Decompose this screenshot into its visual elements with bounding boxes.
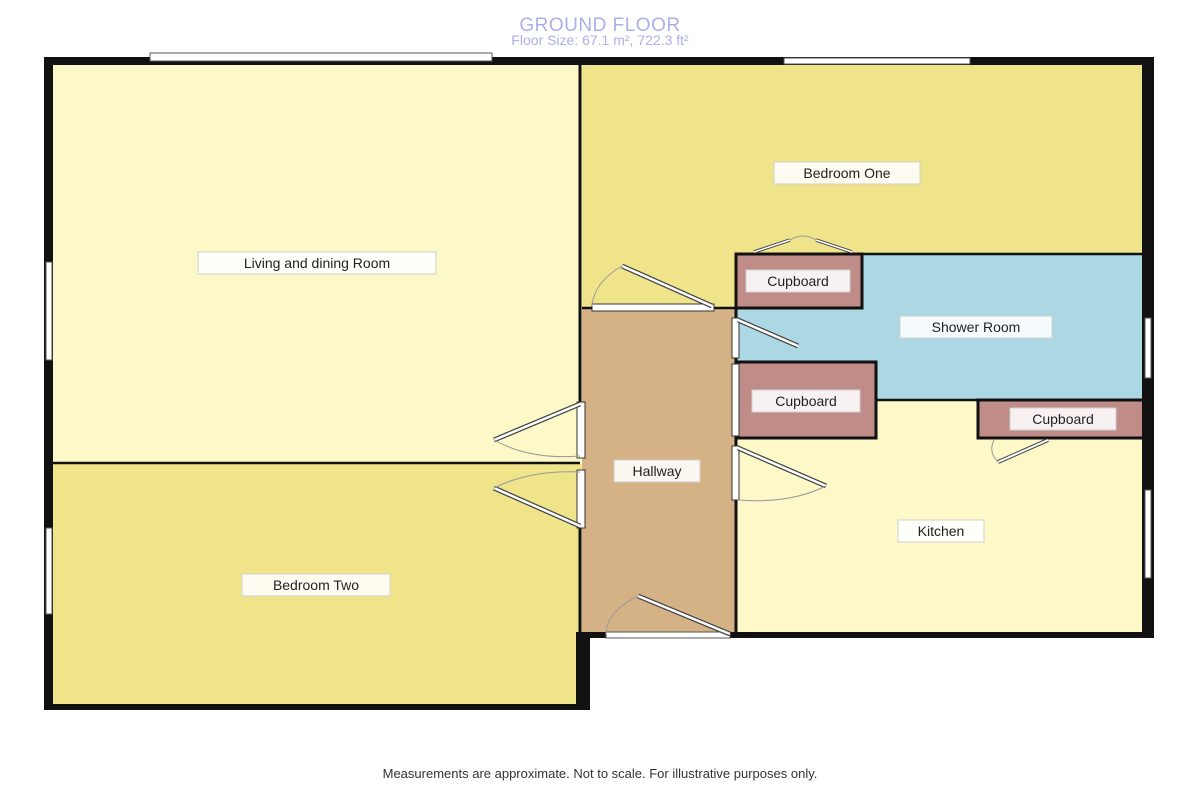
room-labels: Living and dining Room Bedroom One Cupbo… (197, 161, 1117, 597)
svg-text:Cupboard: Cupboard (775, 393, 837, 409)
door-kitchen (731, 445, 827, 502)
door-bedroom-one (591, 263, 715, 312)
hallway-label: Hallway (613, 459, 701, 483)
kitchen-fill (736, 400, 1146, 634)
svg-text:Bedroom One: Bedroom One (803, 165, 890, 181)
disclaimer-text: Measurements are approximate. Not to sca… (382, 766, 818, 781)
bedroom-one-label: Bedroom One (773, 161, 921, 185)
window-right-kitchen (1144, 489, 1152, 579)
window-right-shower (1144, 317, 1152, 379)
windows (45, 52, 1152, 639)
doors (492, 235, 1049, 637)
room-fills (52, 62, 1146, 706)
door-front (605, 593, 731, 637)
door-cupboard-right (991, 438, 1049, 464)
window-top-right (783, 57, 971, 65)
living-room-label: Living and dining Room (197, 251, 437, 275)
door-cupboard-mid (731, 363, 740, 437)
svg-text:Kitchen: Kitchen (918, 523, 965, 539)
svg-text:Bedroom Two: Bedroom Two (273, 577, 359, 593)
window-left-bedroom (45, 527, 53, 615)
svg-text:Shower Room: Shower Room (932, 319, 1021, 335)
front-door-frame (605, 631, 731, 639)
kitchen-label: Kitchen (897, 519, 985, 543)
svg-text:Hallway: Hallway (632, 463, 681, 479)
door-cupboard-top (753, 235, 853, 254)
door-bedroom-two (492, 469, 586, 529)
cupboard-mid-label: Cupboard (751, 389, 861, 413)
window-left-living (45, 261, 53, 361)
door-living-room (493, 401, 586, 459)
svg-text:Cupboard: Cupboard (1032, 411, 1094, 427)
shower-room-label: Shower Room (899, 315, 1053, 339)
bedroom-two-label: Bedroom Two (241, 573, 391, 597)
window-top-left (149, 52, 493, 62)
svg-text:Living and dining Room: Living and dining Room (244, 255, 390, 271)
cupboard-top-label: Cupboard (745, 269, 851, 293)
svg-text:Cupboard: Cupboard (767, 273, 829, 289)
bedroom-one-fill (582, 62, 1146, 308)
door-shower-room (731, 317, 799, 359)
floor-size-subtitle: Floor Size: 67.1 m², 722.3 ft² (511, 32, 689, 48)
cupboard-right-label: Cupboard (1009, 407, 1117, 431)
plan-title: GROUND FLOOR (519, 15, 681, 36)
